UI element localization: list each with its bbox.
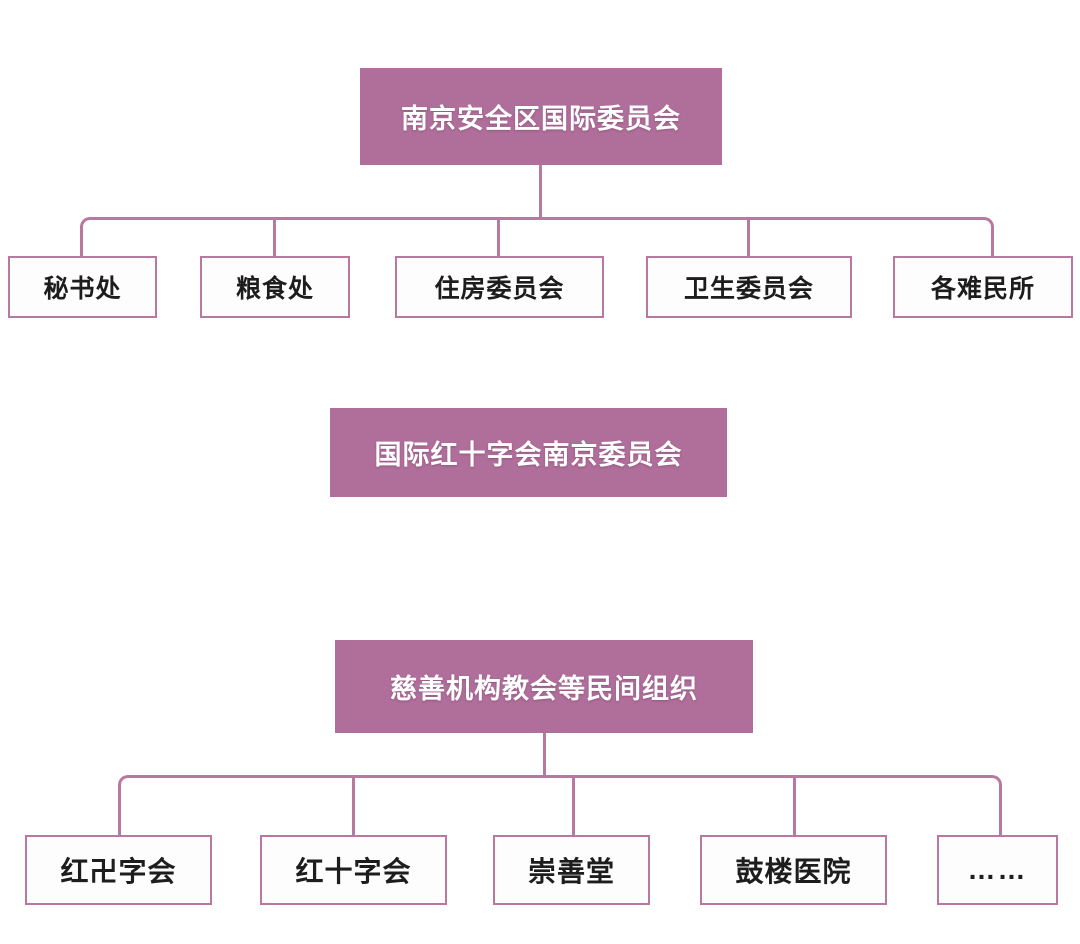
connector-drop-group1-5: [991, 226, 994, 258]
connector-drop-group1-4: [747, 217, 750, 258]
node-gulou-hospital[interactable]: 鼓楼医院: [700, 835, 887, 905]
connector-stem-group3: [543, 733, 546, 777]
connector-drop-group3-4: [793, 775, 796, 835]
connector-stem-group1: [539, 165, 542, 219]
connector-drop-group1-1: [80, 226, 83, 258]
node-red-cross-society[interactable]: 红十字会: [260, 835, 447, 905]
node-secretariat[interactable]: 秘书处: [8, 256, 157, 318]
connector-drop-group1-3: [497, 217, 500, 258]
connector-drop-group3-2: [352, 775, 355, 835]
node-health-committee[interactable]: 卫生委员会: [646, 256, 852, 318]
node-housing-committee[interactable]: 住房委员会: [395, 256, 604, 318]
node-chongshan-hall[interactable]: 崇善堂: [493, 835, 650, 905]
node-civil-orgs-header[interactable]: 慈善机构教会等民间组织: [335, 640, 753, 733]
connector-bus-group1: [80, 217, 994, 231]
connector-bus-group3: [118, 775, 1002, 789]
connector-drop-group3-1: [118, 784, 121, 835]
node-more-ellipsis[interactable]: ……: [937, 835, 1058, 905]
node-food-department[interactable]: 粮食处: [200, 256, 350, 318]
node-red-cross-header[interactable]: 国际红十字会南京委员会: [330, 408, 727, 497]
connector-drop-group3-3: [572, 775, 575, 835]
connector-drop-group1-2: [273, 217, 276, 258]
node-red-swastika-society[interactable]: 红卍字会: [25, 835, 212, 905]
node-refugee-camps[interactable]: 各难民所: [893, 256, 1073, 318]
node-safety-zone-header[interactable]: 南京安全区国际委员会: [360, 68, 722, 165]
connector-drop-group3-5: [999, 784, 1002, 835]
